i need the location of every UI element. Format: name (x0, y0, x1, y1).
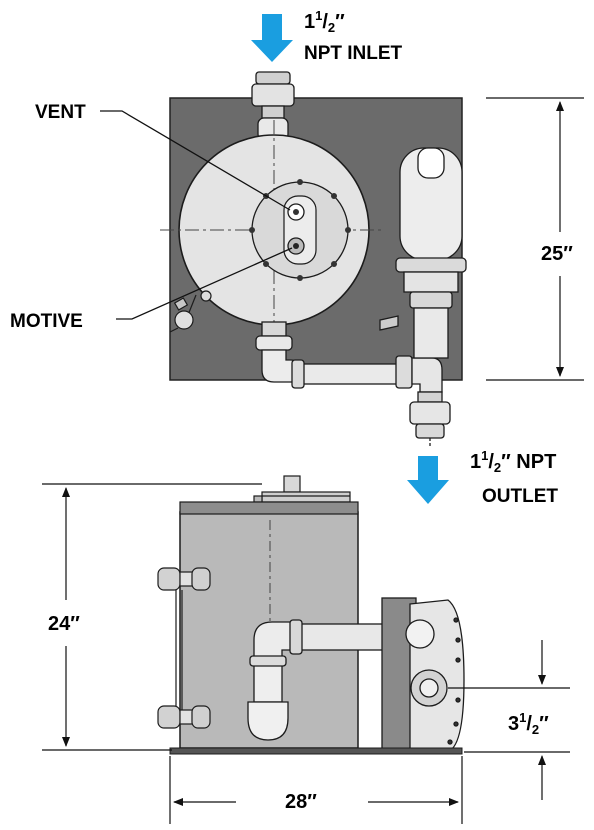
inlet-size-tail: ″ (335, 11, 345, 33)
check-valve-assembly (379, 147, 467, 359)
motive-leader (116, 247, 293, 320)
gauge-glass (157, 567, 211, 729)
outlet-height-tail: ″ (539, 713, 549, 735)
side-check-valve (381, 597, 465, 753)
width-label: 28″ (285, 791, 317, 813)
outlet-size-whole: 1 (470, 451, 482, 473)
top-cover-fittings (253, 475, 351, 503)
top-view (100, 14, 584, 504)
side-view (42, 475, 570, 824)
gauge-valve (169, 290, 212, 333)
top-height-label: 25″ (541, 243, 573, 265)
outlet-size-num: 1 (481, 448, 489, 463)
cover-plate (249, 179, 351, 281)
outlet-height-num: 1 (519, 710, 527, 725)
inlet-size-num: 1 (315, 8, 323, 23)
outlet-size-tail: ″ NPT (501, 451, 557, 473)
outlet-label: OUTLET (482, 486, 558, 507)
outlet-size-den: 2 (493, 460, 502, 475)
vent-leader (100, 110, 291, 211)
outlet-height-den: 2 (531, 722, 540, 737)
side-height-label: 24″ (48, 613, 80, 635)
inlet-flow-arrow (251, 14, 293, 62)
side-outlet-piping (247, 619, 417, 741)
motive-callout: MOTIVE (10, 311, 83, 332)
top-height-dimension (486, 97, 584, 381)
inlet-size-label: 11/2″ (304, 8, 345, 35)
outlet-union (409, 391, 451, 446)
outlet-height-dimension (448, 640, 570, 800)
outlet-height-whole: 3 (508, 713, 520, 735)
inlet-size-whole: 1 (304, 11, 316, 33)
vent-callout: VENT (35, 102, 86, 123)
inlet-label: NPT INLET (304, 43, 403, 64)
outlet-piping (255, 321, 443, 393)
base-plate (169, 747, 463, 755)
outlet-flow-arrow (407, 456, 449, 504)
outlet-size-label: 11/2″ NPT (470, 448, 557, 475)
side-height-dimension (42, 483, 262, 751)
inlet-size-den: 2 (327, 20, 336, 35)
outlet-height-label: 31/2″ (508, 710, 549, 737)
width-dimension (169, 756, 463, 824)
